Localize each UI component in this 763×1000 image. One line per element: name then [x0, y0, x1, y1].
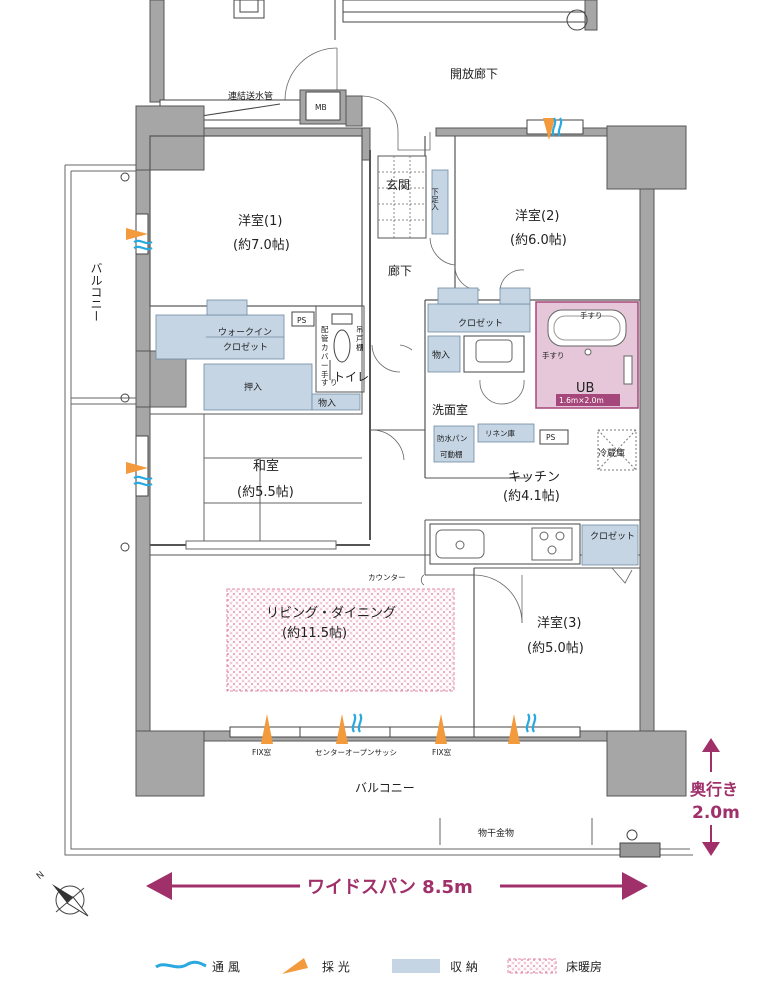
- toilet-label: トイレ: [333, 370, 369, 384]
- ub-handrail-1: 手すり: [580, 310, 603, 320]
- kitchen-label: キッチン: [508, 470, 560, 485]
- fix2-label: FIX窓: [432, 747, 452, 757]
- legend: 通 風 採 光 収 納 床暖房: [155, 958, 602, 974]
- pipe-cover-3: カ: [321, 343, 329, 352]
- closet-w2-label: クロゼット: [458, 317, 503, 329]
- balcony-side-label: バルコニー: [89, 262, 103, 322]
- handrail-3: り: [330, 378, 338, 387]
- living-label: リビング・ダイニング: [266, 606, 396, 621]
- compass-north: N: [35, 870, 47, 882]
- counter-label: カウンター: [368, 573, 406, 582]
- western2-size: (約6.0帖): [510, 233, 567, 248]
- center-sash-label: センターオープンサッシ: [315, 748, 397, 757]
- linen-label: リネン庫: [485, 428, 515, 438]
- kitchen-size: (約4.1帖): [503, 489, 560, 504]
- storage-swatch-icon: [392, 959, 440, 973]
- waterproof-1: 防水パン: [437, 433, 467, 443]
- unit-bath: [535, 301, 639, 409]
- hanging-2: 戸: [356, 334, 364, 343]
- ps-box-2: [539, 429, 569, 445]
- ps2-label: PS: [546, 433, 556, 442]
- japanese-label: 和室: [253, 458, 279, 474]
- compass-icon: N: [35, 870, 89, 917]
- walkin-label-1: ウォークイン: [218, 327, 272, 338]
- living-size: (約11.5帖): [282, 626, 347, 641]
- storage-toilet-label: 物入: [318, 397, 336, 409]
- kitchen-counter: [429, 523, 581, 565]
- legend-light-label: 採 光: [322, 960, 350, 974]
- wind-wave-icon: [155, 960, 207, 969]
- western3-label: 洋室(3): [537, 615, 581, 631]
- tatami: [185, 414, 362, 550]
- fridge-label: 冷蔵庫: [598, 447, 625, 459]
- light-markers: [126, 118, 555, 744]
- balcony-outline: [64, 164, 693, 858]
- japanese-size: (約5.5帖): [237, 485, 294, 500]
- ub-label: UB: [576, 381, 594, 396]
- wide-span-dimension: ワイドスパン 8.5m: [146, 872, 648, 900]
- storage-small-label: 物入: [432, 349, 450, 361]
- pipe-label: 連結送水管: [228, 90, 273, 102]
- western3-size: (約5.0帖): [527, 641, 584, 656]
- pipe-cover-2: 管: [321, 333, 329, 343]
- ps-box: [291, 311, 315, 327]
- light-icon: [282, 958, 308, 974]
- upper-structure: [149, 0, 598, 127]
- western2-label: 洋室(2): [515, 208, 559, 224]
- ub-size: 1.6m×2.0m: [559, 396, 604, 405]
- floor-heating-swatch-icon: [507, 958, 557, 974]
- washroom-label: 洗面室: [432, 402, 468, 417]
- mb-label: MB: [315, 103, 327, 112]
- closet-w3-label: クロゼット: [590, 530, 635, 542]
- fix1-label: FIX窓: [252, 747, 272, 757]
- hanging-1: 吊: [356, 325, 364, 334]
- storage-areas: [155, 169, 639, 566]
- entrance-label: 玄関: [386, 177, 410, 192]
- waterproof-2: 可動棚: [440, 449, 463, 459]
- legend-storage-label: 収 納: [450, 960, 478, 974]
- depth-value: 2.0m: [692, 803, 740, 823]
- washstand: [463, 335, 525, 373]
- balcony-bottom-label: バルコニー: [355, 781, 415, 795]
- wide-span-label: ワイドスパン 8.5m: [307, 877, 473, 898]
- western1-size: (約7.0帖): [233, 238, 290, 253]
- entrance-tiles: [377, 155, 427, 239]
- toilet-fixture: [315, 305, 365, 393]
- walkin-label-2: クロゼット: [223, 341, 268, 353]
- floor-heating-area: [226, 588, 455, 692]
- hanging-3: 棚: [356, 342, 364, 352]
- ps-label: PS: [297, 316, 307, 325]
- oshiire-label: 押入: [244, 381, 262, 393]
- door-swings: [361, 95, 633, 624]
- depth-dimension: 奥行き 2.0m: [690, 738, 740, 856]
- handrail-2: す: [321, 378, 329, 387]
- legend-wind-label: 通 風: [212, 960, 240, 974]
- western1-label: 洋室(1): [238, 213, 282, 229]
- ub-handrail-2: 手すり: [542, 350, 565, 360]
- pipe-cover-1: 配: [321, 325, 329, 334]
- pipe-cover-5: ー: [321, 361, 329, 370]
- depth-label: 奥行き: [690, 780, 738, 799]
- pipe-cover-4: バ: [321, 352, 329, 361]
- handrail-1: 手: [321, 369, 329, 379]
- drying-label: 物干金物: [478, 827, 514, 839]
- legend-heating-label: 床暖房: [566, 959, 602, 974]
- room-labels: 開放廊下 連結送水管 MB 玄関 下足入 廊下 洋室(1) (約7.0帖) 洋室…: [89, 66, 635, 839]
- hall-label: 廊下: [388, 263, 412, 278]
- shoe-label: 下足入: [430, 188, 439, 211]
- fridge-space: [597, 429, 637, 471]
- corridor-label: 開放廊下: [450, 66, 498, 81]
